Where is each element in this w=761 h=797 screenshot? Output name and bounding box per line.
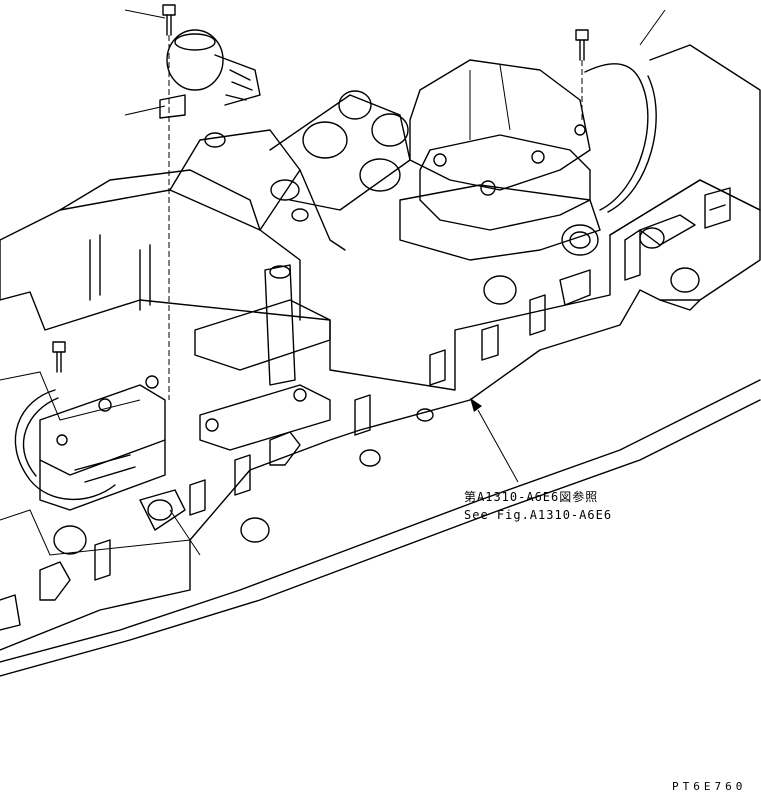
left-ports (0, 349, 446, 631)
right-ports (481, 187, 731, 361)
bolt-left (52, 341, 66, 373)
reference-arrow (470, 398, 482, 412)
bolt-top-left (162, 4, 176, 36)
center-lines (168, 35, 583, 400)
wire-harness (14, 63, 657, 501)
top-cover (399, 59, 601, 261)
lift-bracket (194, 264, 331, 451)
bolt-top-right (575, 29, 589, 61)
cylinder-assembly (269, 90, 411, 251)
solenoid-unit (159, 29, 261, 119)
figure-code: PT6E760 (672, 780, 747, 793)
bolts (52, 4, 589, 373)
reference-note-jp: 第A1310-A6E6図参照 (464, 490, 599, 504)
left-valve-block (39, 375, 166, 511)
left-housing (0, 129, 309, 321)
leader-lines (124, 9, 666, 556)
reference-note-en: See Fig.A1310-A6E6 (464, 508, 613, 522)
